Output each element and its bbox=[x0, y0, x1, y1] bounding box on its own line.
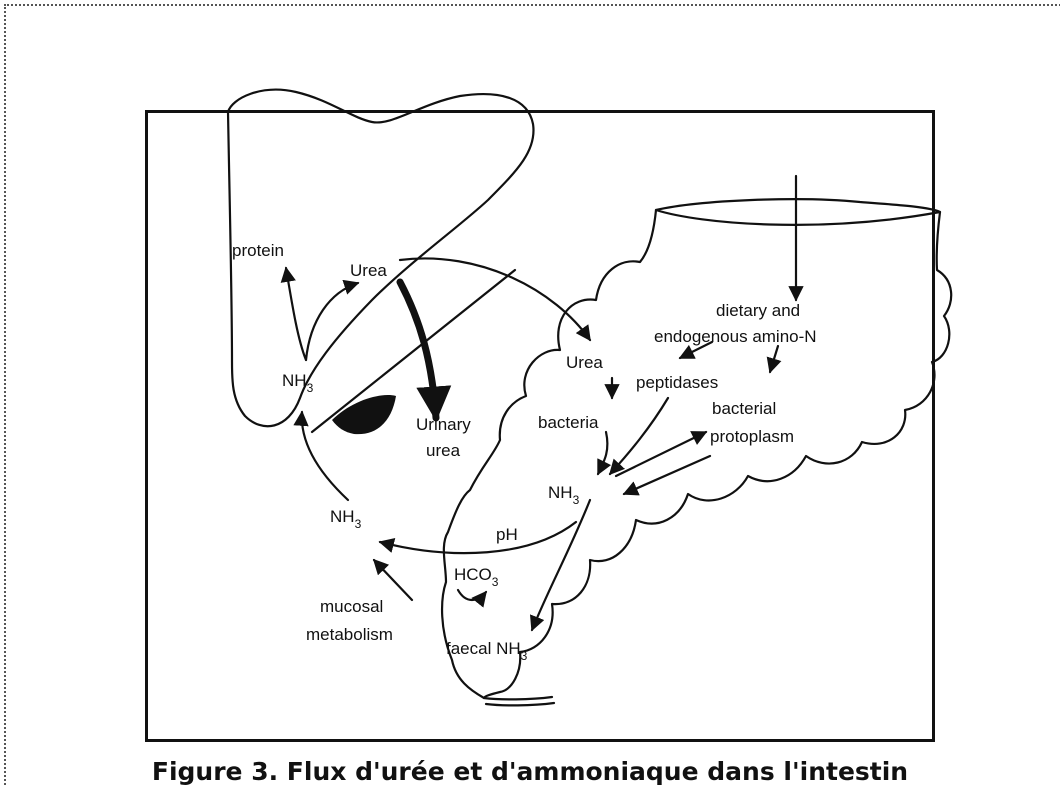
label-nh3-blood: NH bbox=[330, 507, 355, 526]
label-peptidases: peptidases bbox=[636, 373, 718, 392]
label-mucosal: mucosal bbox=[320, 597, 383, 616]
label-protoplasm: protoplasm bbox=[710, 427, 794, 446]
urinary-urea-arrow bbox=[400, 282, 436, 418]
label-nh3-liver: NH bbox=[282, 371, 307, 390]
label-metabolism: metabolism bbox=[306, 625, 393, 644]
svg-text:HCO3: HCO3 bbox=[454, 565, 499, 589]
label-urea-gut: Urea bbox=[566, 353, 603, 372]
kidney-shape bbox=[332, 395, 396, 434]
label-urinary: Urinary bbox=[416, 415, 471, 434]
label-protein: protein bbox=[232, 241, 284, 260]
svg-text:faecal NH3: faecal NH3 bbox=[446, 639, 528, 663]
label-bacterial: bacterial bbox=[712, 399, 776, 418]
label-ph: pH bbox=[496, 525, 518, 544]
figure-caption: Figure 3. Flux d'urée et d'ammoniaque da… bbox=[0, 757, 1060, 786]
colon-opening bbox=[656, 210, 940, 225]
svg-text:NH3: NH3 bbox=[330, 507, 362, 531]
label-hco3: HCO bbox=[454, 565, 492, 584]
intestine-outline bbox=[442, 199, 951, 698]
label-urea-urinary: urea bbox=[426, 441, 461, 460]
label-bacteria: bacteria bbox=[538, 413, 599, 432]
svg-text:NH3: NH3 bbox=[282, 371, 314, 395]
svg-text:NH3: NH3 bbox=[548, 483, 580, 507]
label-dietary: dietary and bbox=[716, 301, 800, 320]
label-endogenous: endogenous amino-N bbox=[654, 327, 817, 346]
label-urea-liver: Urea bbox=[350, 261, 387, 280]
label-faecal-nh3: faecal NH bbox=[446, 639, 521, 658]
label-nh3-gut: NH bbox=[548, 483, 573, 502]
